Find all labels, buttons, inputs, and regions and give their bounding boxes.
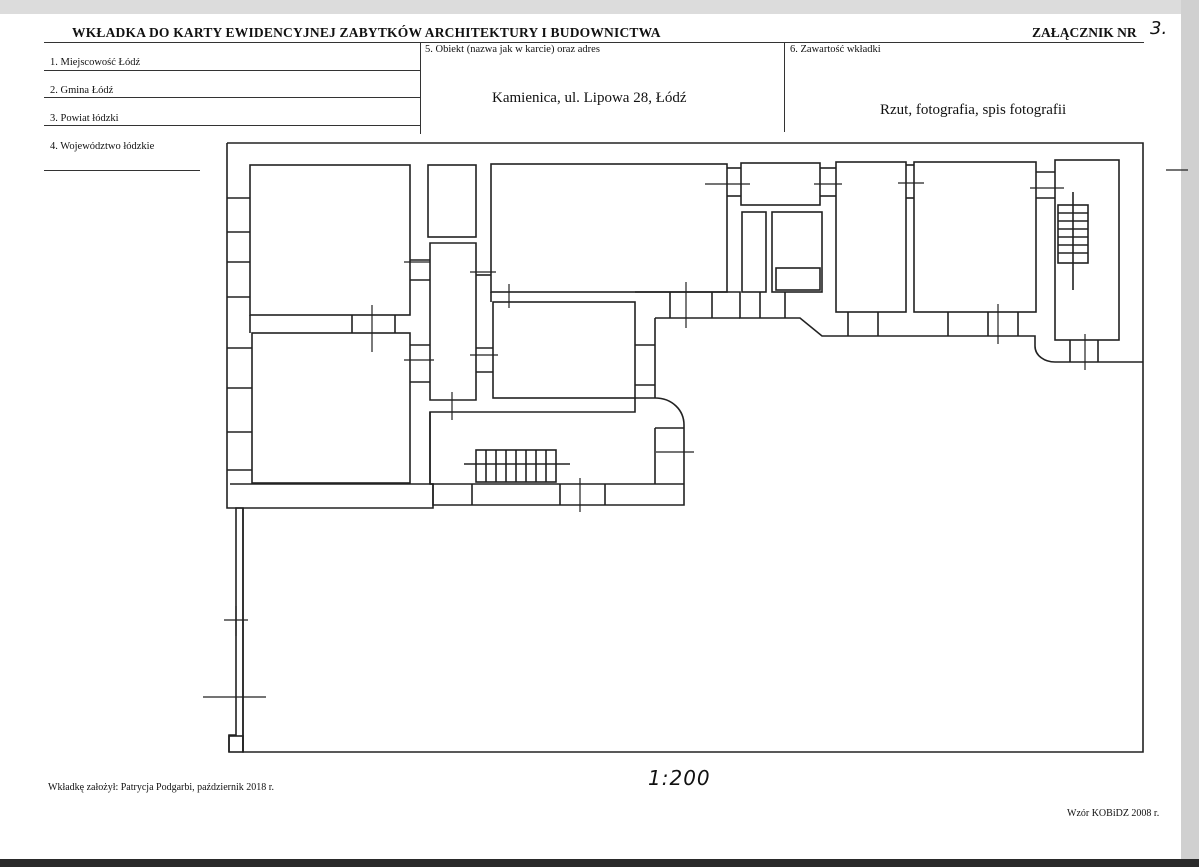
room-f (740, 162, 821, 206)
corner-post (228, 735, 244, 753)
object-address: Kamienica, ul. Lipowa 28, Łódź (492, 90, 687, 106)
form-title: WKŁADKA DO KARTY EWIDENCYJNEJ ZABYTKÓW A… (72, 25, 661, 40)
field-rule (44, 70, 420, 71)
stair-hall (429, 397, 685, 506)
template-note: Wzór KOBiDZ 2008 r. (1067, 808, 1160, 819)
field-county: 3. Powiat łódzki (50, 113, 119, 124)
contents-label: 6. Zawartość wkładki (790, 44, 881, 55)
field-locality: 1. Miejscowość Łódź (50, 57, 141, 68)
contents-value: Rzut, fotografia, spis fotografii (880, 102, 1067, 118)
annex-number: 3. (1150, 18, 1168, 39)
room-i (835, 161, 907, 313)
author-note: Wkładkę założył: Patrycja Podgarbi, paźd… (48, 782, 275, 793)
room-h (771, 211, 823, 293)
room-e (492, 301, 636, 399)
column-divider-right (784, 42, 785, 132)
scan-edge-right (1181, 0, 1199, 867)
room-b (251, 332, 411, 484)
scan-edge-top (0, 0, 1199, 14)
room-j (913, 161, 1037, 313)
field-rule (44, 170, 200, 171)
room-g (741, 211, 767, 293)
object-label: 5. Obiekt (nazwa jak w karcie) oraz adre… (425, 44, 600, 55)
field-municipality: 2. Gmina Łódź (50, 85, 114, 96)
stair-tower (1054, 159, 1120, 341)
header-rule (44, 42, 1144, 43)
room-c (427, 164, 477, 238)
scan-edge-bottom (0, 859, 1199, 867)
field-rule (44, 97, 420, 98)
site-boundary-outline (227, 142, 1144, 753)
room-d (490, 163, 728, 293)
room-a (249, 164, 411, 316)
annex-label: ZAŁĄCZNIK NR (1032, 25, 1137, 40)
corridor (429, 242, 477, 401)
column-divider-left (420, 42, 421, 134)
field-voivodeship: 4. Województwo łódzkie (50, 141, 155, 152)
handwritten-scale: 1:200 (648, 766, 711, 790)
field-rule (44, 125, 420, 126)
